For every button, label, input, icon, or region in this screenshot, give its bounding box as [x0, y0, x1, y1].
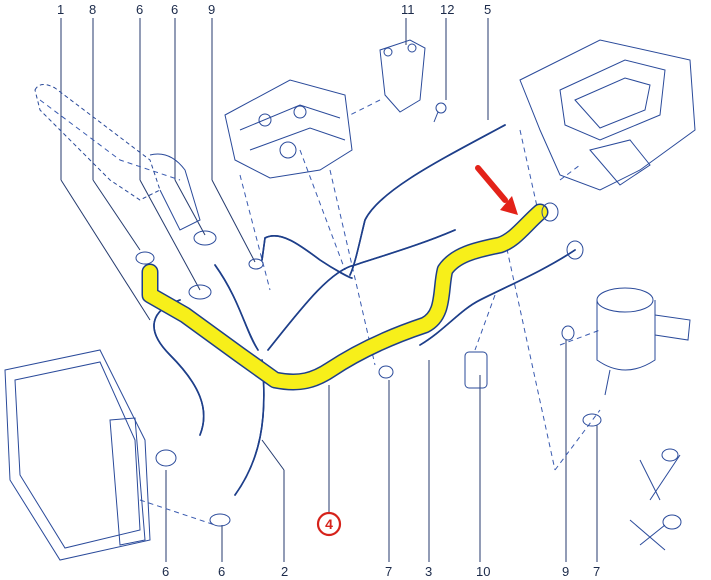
- bracket: [379, 39, 426, 113]
- label-top-1: 1: [57, 2, 64, 17]
- label-top-11: 11: [401, 2, 415, 17]
- highlight-badge: 4: [316, 511, 342, 537]
- hoses: [153, 124, 576, 496]
- detail-icons: [629, 448, 682, 551]
- assembly-dashes: [39, 99, 601, 526]
- hose-clamps: [135, 202, 602, 527]
- hose-clamp-icon: [188, 284, 212, 300]
- label-bottom-2: 2: [281, 564, 288, 579]
- top-labels: 1 8 6 6 9 11 12 5: [57, 2, 491, 17]
- hose-clamp-icon: [209, 513, 231, 527]
- label-bottom-9: 9: [562, 564, 569, 579]
- label-bottom-10: 10: [476, 564, 490, 579]
- label-top-6b: 6: [171, 2, 178, 17]
- bottom-labels: 6 6 2 7 3 10 9 7: [162, 564, 600, 579]
- highlighted-hose: [141, 203, 549, 391]
- hose-clamp-icon: [193, 230, 217, 246]
- label-top-6a: 6: [136, 2, 143, 17]
- label-bottom-7b: 7: [593, 564, 600, 579]
- engine-block: [224, 79, 353, 179]
- label-top-8: 8: [89, 2, 96, 17]
- radiator: [4, 349, 151, 561]
- hose-clamp-icon: [566, 240, 584, 260]
- expansion-tank: [596, 287, 691, 396]
- leader-lines: [60, 18, 598, 562]
- hose-clamp-icon: [155, 449, 177, 467]
- hose-clamp-icon: [561, 325, 575, 341]
- intake-pipe: [34, 84, 201, 231]
- heater-box: [519, 39, 696, 191]
- label-bottom-7a: 7: [385, 564, 392, 579]
- hose-clamp-icon: [582, 413, 602, 427]
- hose-clamp-icon: [248, 258, 264, 270]
- hose-clamp-icon: [378, 365, 394, 379]
- hose-clamp-icon: [541, 202, 559, 222]
- yellow-hose-path: [143, 205, 547, 389]
- label-top-9: 9: [208, 2, 215, 17]
- label-top-5: 5: [484, 2, 491, 17]
- hose-clamp-icon: [135, 251, 155, 265]
- arrow-icon: [475, 165, 518, 215]
- bolt: [433, 102, 447, 123]
- label-bottom-3: 3: [425, 564, 432, 579]
- badge-label: 4: [325, 516, 333, 532]
- label-top-12: 12: [440, 2, 454, 17]
- label-bottom-6a: 6: [162, 564, 169, 579]
- label-bottom-6b: 6: [218, 564, 225, 579]
